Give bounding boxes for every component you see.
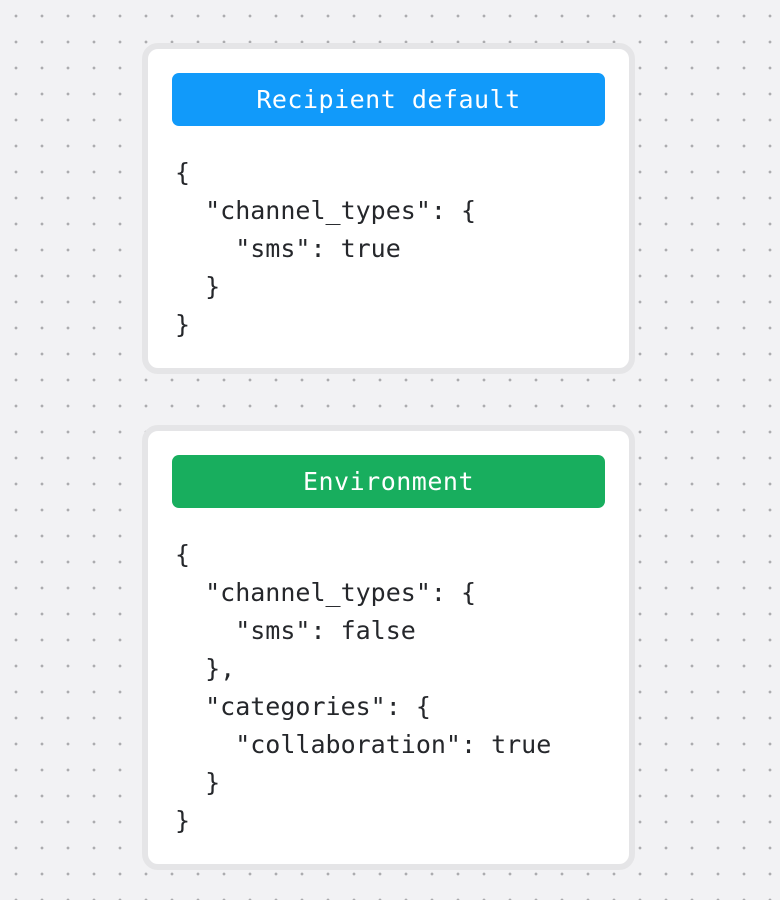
environment-json-code: { "channel_types": { "sms": false }, "ca… bbox=[175, 540, 552, 835]
recipient-default-json-code: { "channel_types": { "sms": true } } bbox=[175, 158, 477, 339]
recipient-default-badge: Recipient default bbox=[172, 73, 605, 126]
card-recipient-default: Recipient default { "channel_types": { "… bbox=[142, 43, 635, 374]
environment-badge: Environment bbox=[172, 455, 605, 508]
card-environment: Environment { "channel_types": { "sms": … bbox=[142, 425, 635, 870]
